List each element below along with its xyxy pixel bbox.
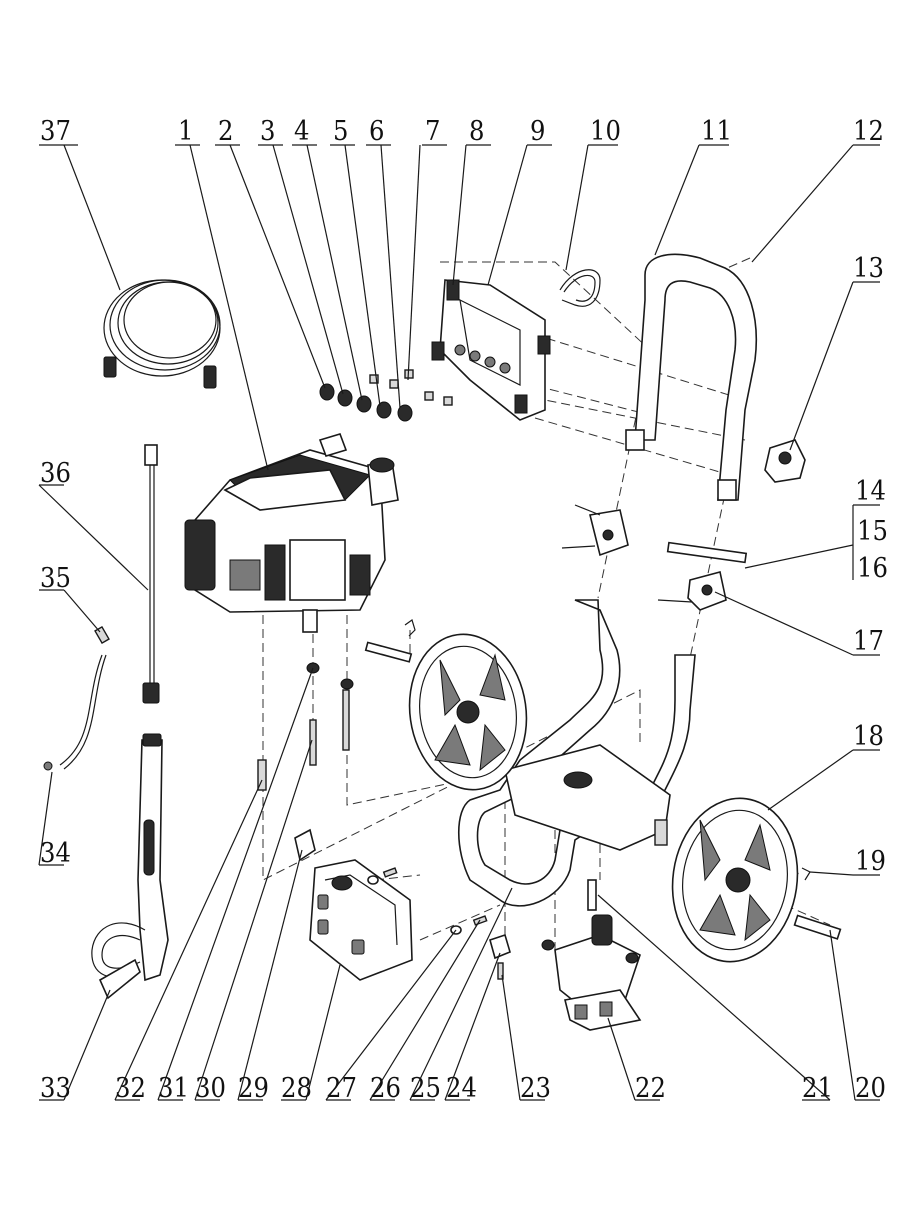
callout-23: 23 [520, 1073, 551, 1104]
callout-22: 22 [635, 1073, 666, 1104]
callout-33: 33 [40, 1073, 71, 1104]
callout-21: 21 [802, 1073, 833, 1104]
callout-37: 37 [40, 116, 71, 147]
callout-15: 15 [857, 516, 888, 547]
callout-4: 4 [294, 116, 309, 147]
callout-labels: 37 1 2 3 4 5 6 7 8 9 10 11 12 13 14 15 1… [40, 116, 888, 1104]
callout-24: 24 [446, 1073, 477, 1104]
callout-32: 32 [115, 1073, 146, 1104]
callout-6: 6 [369, 116, 384, 147]
callout-27: 27 [326, 1073, 357, 1104]
callout-35: 35 [40, 563, 71, 594]
callout-8: 8 [469, 116, 484, 147]
callout-20: 20 [855, 1073, 886, 1104]
callout-7: 7 [425, 116, 440, 147]
callout-13: 13 [853, 253, 884, 284]
callout-29: 29 [238, 1073, 269, 1104]
callout-18: 18 [853, 721, 884, 752]
high-pressure-hose-coil [103, 279, 221, 389]
callout-12: 12 [853, 116, 884, 147]
callout-1: 1 [178, 116, 193, 147]
callout-25: 25 [410, 1073, 441, 1104]
callout-16: 16 [857, 553, 888, 584]
callout-11: 11 [701, 116, 732, 147]
callout-31: 31 [158, 1073, 189, 1104]
left-wheel [364, 633, 528, 791]
callout-34: 34 [40, 838, 71, 869]
callout-19: 19 [855, 846, 886, 877]
callout-30: 30 [195, 1073, 226, 1104]
handle-lock-assembly [561, 504, 748, 611]
callout-10: 10 [590, 116, 621, 147]
tank-cover [309, 859, 413, 981]
callout-3: 3 [260, 116, 275, 147]
callout-28: 28 [281, 1073, 312, 1104]
axle-and-clip [793, 867, 842, 940]
engine [184, 433, 399, 633]
handle-fasteners [319, 369, 453, 422]
gun-holder [764, 439, 806, 483]
base-frame [457, 599, 696, 907]
callout-5: 5 [333, 116, 348, 147]
handle-frame [625, 253, 758, 501]
spray-wand [142, 444, 160, 704]
leader-lines [38, 144, 880, 1101]
hose-hook [559, 269, 601, 307]
control-panel-bracket [431, 279, 551, 421]
spray-gun [91, 733, 169, 1000]
callout-14: 14 [855, 476, 886, 507]
callout-17: 17 [853, 626, 884, 657]
detergent-hose [43, 625, 110, 771]
callout-36: 36 [40, 458, 71, 489]
callout-9: 9 [530, 116, 545, 147]
callout-2: 2 [218, 116, 233, 147]
pump [541, 879, 642, 1031]
right-wheel [671, 797, 799, 963]
callout-26: 26 [370, 1073, 401, 1104]
